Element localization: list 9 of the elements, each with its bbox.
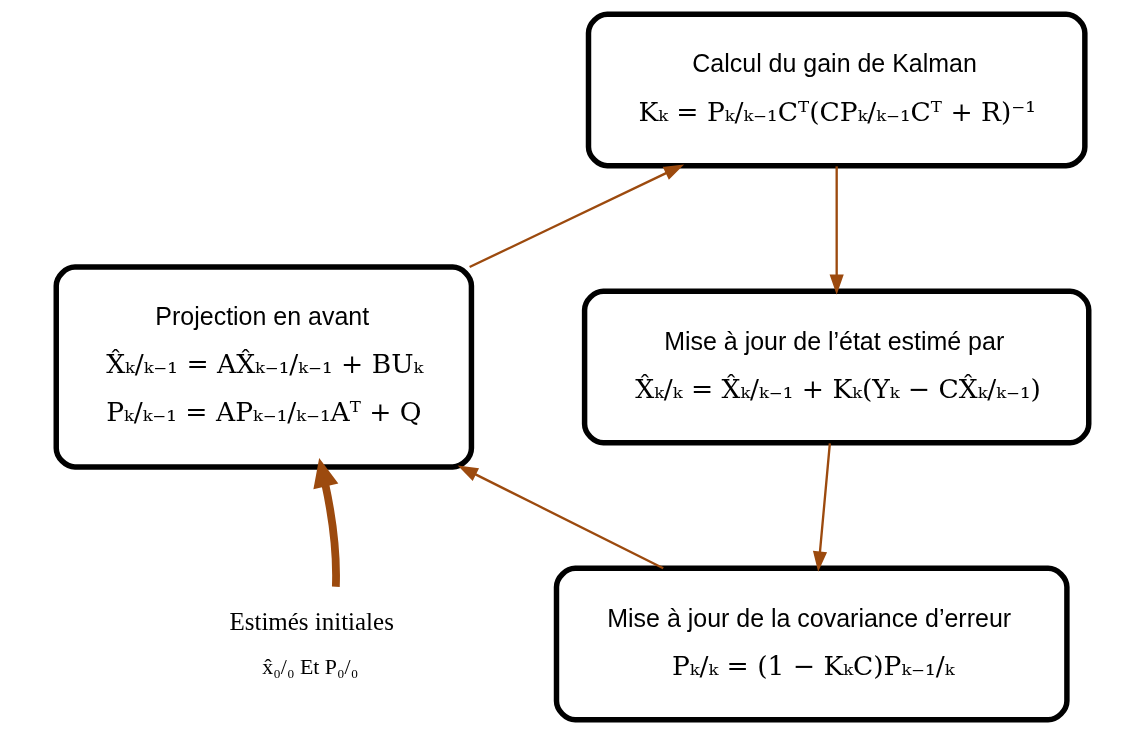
arrow — [468, 164, 684, 269]
arrow — [812, 443, 831, 572]
node-box: Mise à jour de la covariance d’erreur Pₖ/ₖ = (1 − KₖC)Pₖ₋₁/ₖ — [553, 565, 1070, 723]
node-text: Estimés initiales x̂₀/₀ Et P₀/₀ — [229, 607, 394, 680]
node-box: Mise à jour de l’état estimé par X̂ₖ/ₖ = X̂ₖ/ₖ₋₁ + Kₖ(Yₖ − CX̂ₖ/ₖ₋₁) — [581, 288, 1091, 446]
arrow — [457, 465, 664, 570]
node-box: Projection en avant X̂ₖ/ₖ₋₁ = AX̂ₖ₋₁/ₖ₋₁ + BUₖ Pₖ/ₖ₋₁ = APₖ₋₁/ₖ₋₁Aᵀ + Q — [53, 264, 474, 470]
arrow — [829, 166, 844, 295]
node-box: Calcul du gain de Kalman Kₖ = Pₖ/ₖ₋₁Cᵀ(CPₖ/ₖ₋₁Cᵀ + R)⁻¹ — [585, 11, 1088, 169]
